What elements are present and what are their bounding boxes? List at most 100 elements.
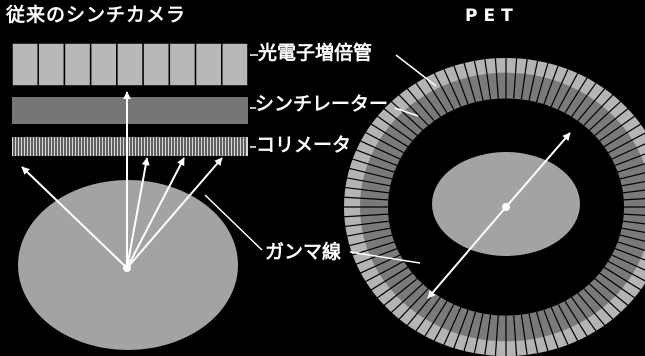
pet-detector-divider	[433, 304, 455, 341]
pet-detector-divider	[594, 108, 629, 136]
pet-detector-divider	[571, 296, 597, 332]
pet-detector-divider	[513, 58, 518, 99]
pet-detector-divider	[550, 69, 569, 107]
pet-detector-divider	[398, 288, 429, 320]
photomultiplier-tube	[11, 42, 39, 87]
pet-detector-divider	[356, 149, 398, 167]
pet-detector-divider	[550, 307, 569, 345]
pet-detector-divider	[577, 88, 606, 122]
pet-detector-divider	[433, 73, 455, 110]
pet-detector-divider	[347, 227, 391, 237]
pet-detector-divider	[577, 292, 606, 326]
pet-detector-divider	[360, 140, 401, 160]
photomultiplier-tube	[168, 42, 197, 87]
pet-title: PET	[465, 6, 519, 26]
pet-detector-divider	[543, 65, 559, 105]
photomultiplier-tube	[116, 42, 144, 87]
pet-detector-divider	[415, 82, 441, 118]
leader-line	[395, 54, 437, 87]
pet-detector-divider	[583, 94, 614, 126]
pet-detector-divider	[564, 300, 588, 337]
photomultiplier-tube	[194, 42, 223, 87]
photomultiplier-tube	[221, 42, 249, 87]
pet-detector-divider	[589, 283, 621, 313]
pet-detector-divider	[443, 307, 462, 345]
pet-detector-divider	[349, 167, 393, 180]
pet-detector-divider	[415, 296, 441, 332]
pet-detector-divider	[349, 234, 393, 247]
pet-detector-divider	[607, 132, 645, 154]
leader-line	[349, 251, 421, 264]
pet-detector-divider	[406, 88, 435, 122]
photomultiplier-tube-array	[11, 42, 249, 87]
photomultiplier-tube	[89, 42, 118, 87]
pet-detector-divider	[344, 196, 389, 201]
pet-detector-divider	[599, 272, 635, 299]
pet-detector-divider	[352, 158, 395, 173]
pet-detector-divider	[607, 260, 645, 282]
pet-detector-divider	[473, 60, 484, 101]
pet-detector-divider	[614, 247, 645, 261]
pet-detector-divider	[603, 123, 642, 148]
pet-detector-divider	[623, 198, 645, 201]
pet-detector-divider	[370, 266, 409, 291]
pet-detector-divider	[520, 314, 528, 355]
radiation-source-right	[502, 203, 510, 211]
pet-detector-divider	[535, 62, 549, 103]
photomultiplier-label: 光電子増倍管	[258, 42, 373, 64]
photomultiplier-tube	[37, 42, 66, 87]
pet-detector-divider	[619, 172, 645, 180]
pet-detector-divider	[360, 254, 401, 274]
pet-detector-divider	[513, 315, 518, 356]
gamma-ray-arrow	[126, 157, 150, 269]
gamma-ray-arrow	[126, 157, 223, 269]
pet-detector-divider	[543, 309, 559, 349]
pet-detector-divider	[424, 77, 448, 114]
gamma-ray-arrow	[126, 157, 185, 269]
pet-detector-divider	[398, 94, 429, 126]
gamma-ray-arrows-left	[21, 91, 223, 269]
pet-detector-divider	[383, 278, 418, 306]
pet-detector-divider	[463, 62, 477, 103]
pet-detector-divider	[463, 311, 477, 352]
radiation-source-left	[123, 264, 131, 272]
pet-detector-divider	[365, 260, 405, 283]
pet-detector-divider	[528, 313, 539, 354]
pet-detector-divider	[347, 177, 391, 187]
pet-detector-divider	[614, 153, 645, 167]
pet-detector-divider	[377, 272, 413, 299]
pet-detector-divider	[365, 131, 405, 154]
pet-detector-divider	[453, 65, 469, 105]
pet-detector-divider	[424, 300, 448, 337]
gamma-ray-label: ガンマ線	[265, 241, 342, 263]
pet-detector-divider	[344, 213, 389, 218]
pet-detector-divider	[520, 59, 528, 100]
pet-detector-divider	[571, 82, 597, 118]
gamma-ray-arrow	[21, 166, 128, 269]
pet-detector-divider	[621, 227, 645, 234]
pet-detector-divider	[599, 115, 635, 142]
pet-detector-divider	[377, 115, 413, 142]
pet-detector-divider	[583, 288, 614, 320]
pet-detector-divider	[443, 69, 462, 107]
pet-detector-divider	[453, 309, 469, 349]
scintillator-label: シンチレーター	[255, 93, 389, 115]
collimator-label: コリメータ	[256, 134, 352, 156]
pet-detector-divider	[345, 220, 390, 228]
pet-detector-divider	[557, 304, 579, 341]
pet-detector-divider	[594, 278, 629, 306]
pet-detector-divider	[352, 241, 395, 256]
label-leader-lines	[204, 54, 437, 264]
gamma-ray-pair-line	[505, 132, 571, 208]
pet-detector-divider	[391, 283, 423, 313]
pet-detector-divider	[557, 73, 579, 110]
pet-detector-divider	[473, 313, 484, 354]
pet-detector-divider	[494, 58, 499, 99]
photomultiplier-tube	[142, 42, 171, 87]
pet-detector-divider	[623, 213, 645, 216]
pet-detector-divider	[494, 315, 499, 356]
pet-detector-divider	[617, 162, 645, 173]
gamma-ray-pair-line	[427, 206, 507, 299]
